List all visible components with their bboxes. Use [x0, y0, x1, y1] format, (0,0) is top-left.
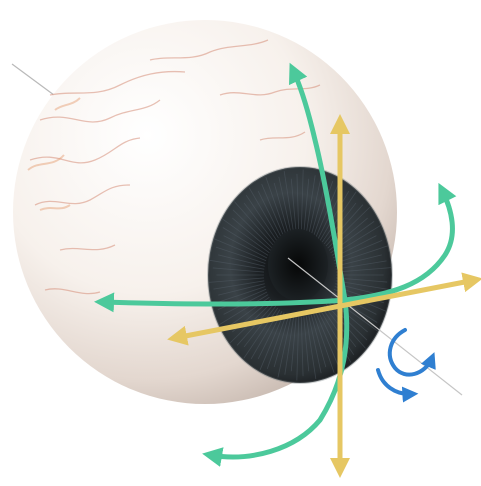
- pupil: [268, 229, 328, 301]
